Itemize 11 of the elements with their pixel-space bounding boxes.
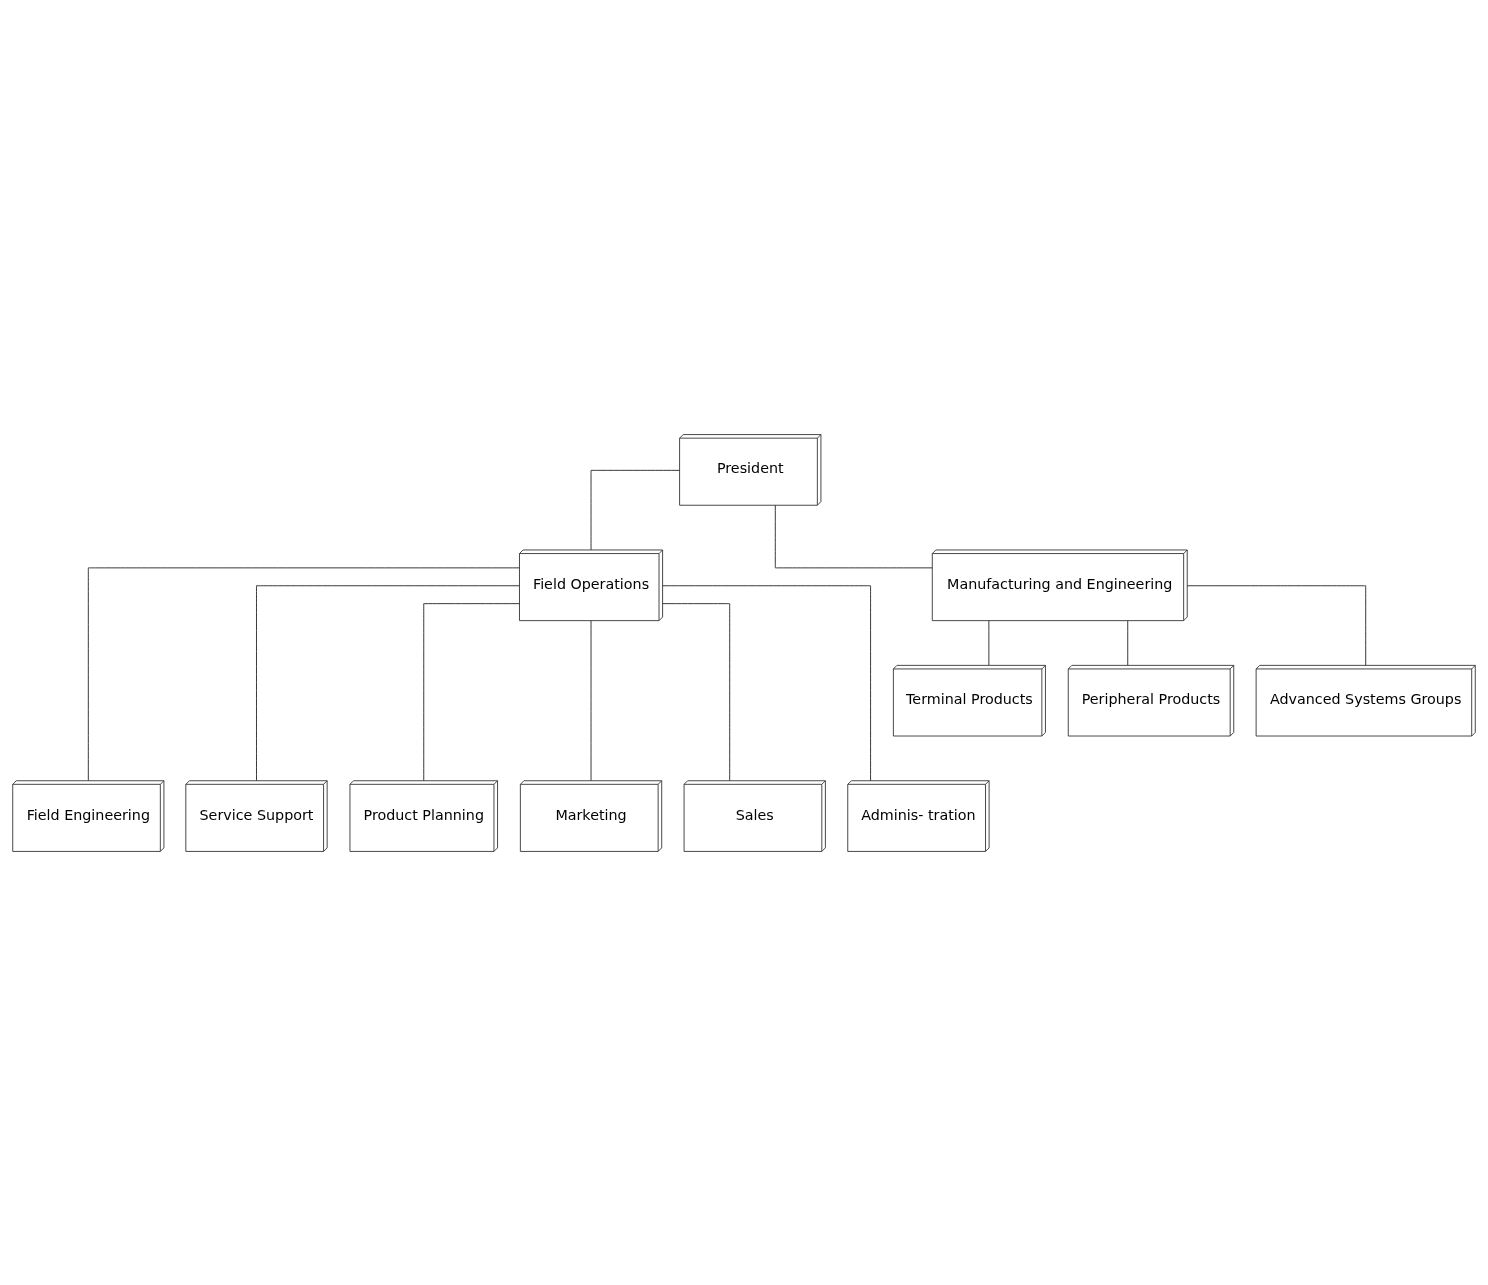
connector: [590, 469, 680, 550]
connector: [774, 504, 933, 568]
connector: [1127, 619, 1129, 665]
connector: [256, 584, 520, 781]
connector: [87, 566, 520, 781]
connector: [1186, 584, 1367, 666]
connector: [662, 602, 731, 781]
connector: [590, 619, 592, 781]
connector: [423, 602, 520, 781]
connector: [988, 619, 990, 665]
connector: [662, 584, 871, 781]
